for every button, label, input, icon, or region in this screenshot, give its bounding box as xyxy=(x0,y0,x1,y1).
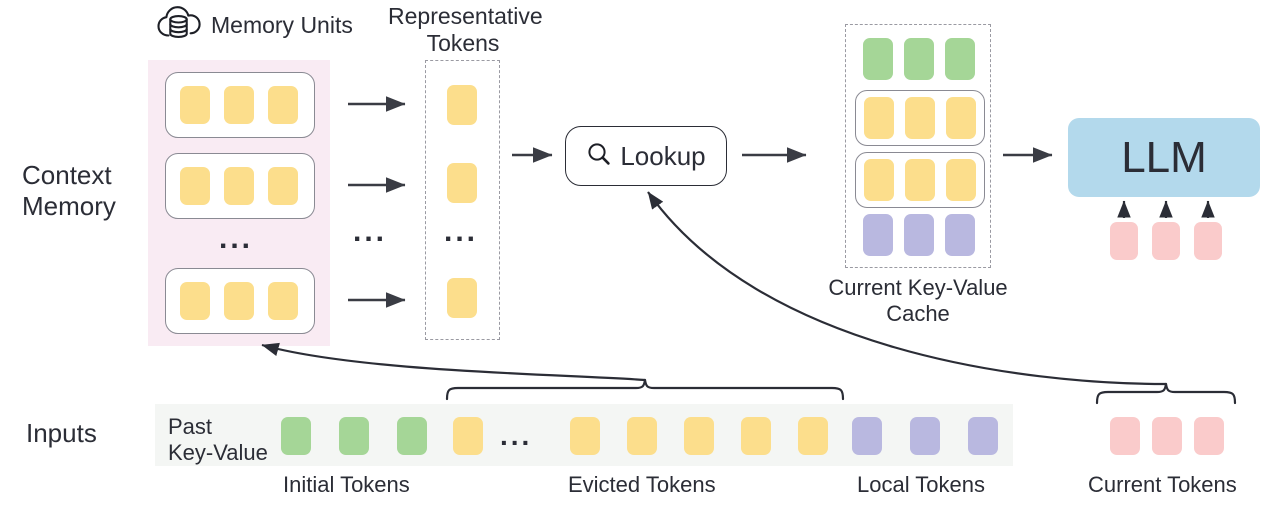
token-pink xyxy=(1194,222,1222,260)
kv-cache-caption: Current Key-Value Cache xyxy=(828,275,1008,326)
caption-initial-tokens: Initial Tokens xyxy=(283,472,410,497)
token-yellow xyxy=(741,417,771,455)
token-yellow xyxy=(864,97,894,139)
token-pink xyxy=(1110,417,1140,455)
token-purple xyxy=(968,417,998,455)
token-yellow xyxy=(684,417,714,455)
cloud-database-icon xyxy=(156,2,202,49)
memory-units-header: Memory Units xyxy=(156,2,353,49)
token-yellow xyxy=(447,278,477,318)
token-green xyxy=(397,417,427,455)
search-icon xyxy=(586,141,612,172)
kv-cache-row-retrieved[interactable] xyxy=(855,152,985,208)
lookup-label: Lookup xyxy=(620,140,706,171)
token-yellow xyxy=(268,86,298,124)
token-purple xyxy=(863,214,893,256)
token-yellow xyxy=(224,167,254,205)
memory-unit[interactable] xyxy=(165,72,315,138)
token-green xyxy=(945,38,975,80)
lookup-box[interactable]: Lookup xyxy=(565,126,727,186)
arrow-evicted-to-context-memory xyxy=(261,342,646,382)
token-yellow xyxy=(798,417,828,455)
token-pink xyxy=(1152,417,1182,455)
token-yellow xyxy=(180,167,210,205)
token-yellow xyxy=(224,282,254,320)
token-yellow xyxy=(905,97,935,139)
kv-cache-row-local xyxy=(863,214,975,256)
token-yellow xyxy=(946,159,976,201)
token-yellow xyxy=(864,159,894,201)
context-memory-label: Context Memory xyxy=(22,160,116,221)
token-yellow xyxy=(447,163,477,203)
token-yellow xyxy=(627,417,657,455)
kv-cache-row-retrieved[interactable] xyxy=(855,90,985,146)
token-yellow xyxy=(905,159,935,201)
token-purple xyxy=(945,214,975,256)
memory-units-ellipsis: ... xyxy=(219,222,254,255)
token-green xyxy=(281,417,311,455)
token-pink xyxy=(1152,222,1180,260)
brace-evicted-tokens xyxy=(445,378,845,401)
token-yellow xyxy=(268,282,298,320)
memory-unit[interactable] xyxy=(165,153,315,219)
memory-unit[interactable] xyxy=(165,268,315,334)
token-pink xyxy=(1110,222,1138,260)
token-yellow xyxy=(268,167,298,205)
llm-box[interactable]: LLM xyxy=(1068,118,1260,197)
past-key-value-label: Past Key-Value xyxy=(168,414,268,465)
token-yellow xyxy=(453,417,483,455)
kv-cache-box xyxy=(845,24,991,268)
token-green xyxy=(339,417,369,455)
token-yellow xyxy=(180,282,210,320)
memory-units-label: Memory Units xyxy=(211,12,353,38)
token-yellow xyxy=(224,86,254,124)
token-green xyxy=(904,38,934,80)
brace-current-tokens xyxy=(1095,382,1237,405)
token-green xyxy=(863,38,893,80)
caption-current-tokens: Current Tokens xyxy=(1088,472,1237,497)
caption-local-tokens: Local Tokens xyxy=(857,472,986,497)
representative-tokens-ellipsis: ... xyxy=(444,215,479,248)
arrow-column-ellipsis: ... xyxy=(353,215,388,248)
token-yellow xyxy=(946,97,976,139)
representative-tokens-label: Representative Tokens xyxy=(388,3,543,57)
token-purple xyxy=(904,214,934,256)
llm-label: LLM xyxy=(1121,132,1207,182)
arrow-current-tokens-to-lookup xyxy=(647,191,1167,386)
caption-evicted-tokens: Evicted Tokens xyxy=(568,472,716,497)
token-yellow xyxy=(180,86,210,124)
inputs-ellipsis: ... xyxy=(500,420,533,451)
token-purple xyxy=(910,417,940,455)
inputs-label: Inputs xyxy=(26,418,97,448)
representative-tokens-box xyxy=(425,60,500,340)
token-yellow xyxy=(570,417,600,455)
kv-cache-row-initial xyxy=(863,38,975,80)
token-purple xyxy=(852,417,882,455)
token-pink xyxy=(1194,417,1224,455)
token-yellow xyxy=(447,85,477,125)
